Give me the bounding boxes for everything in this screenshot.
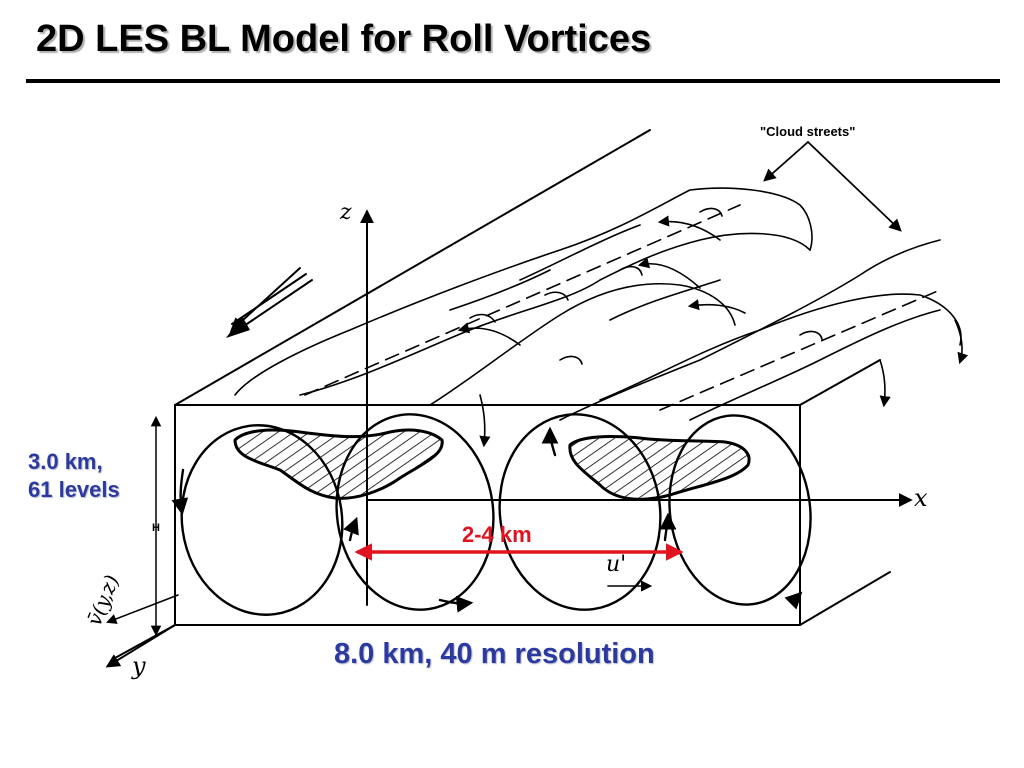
axis-z-label: z [340,200,352,225]
cloud-section-right [568,434,751,501]
perturbation-u-label: u' [606,552,627,577]
slide-title: 2D LES BL Model for Roll Vortices [36,18,652,60]
coordinate-axes [105,209,913,668]
height-label-line1: 3.0 km, [28,449,103,474]
boundary-height-label: H [152,522,160,534]
cloud-streets-label: "Cloud streets" [760,124,856,139]
width-resolution-label: 8.0 km, 40 m resolution [334,638,655,670]
cloud-section-left [233,428,444,500]
cloud-streets-pointer [763,141,902,232]
title-divider [26,79,1000,83]
domain-box [114,129,891,659]
axis-x-label: x [914,484,928,512]
wind-direction-arrow [226,267,313,338]
cloud-cross-sections [233,428,751,501]
height-label-line2: 61 levels [28,477,120,502]
spacing-label: 2-4 km [462,522,532,547]
height-label: 3.0 km, 61 levels [28,448,120,504]
axis-y-label: y [132,652,146,680]
cloud-street-tubes [234,187,969,448]
